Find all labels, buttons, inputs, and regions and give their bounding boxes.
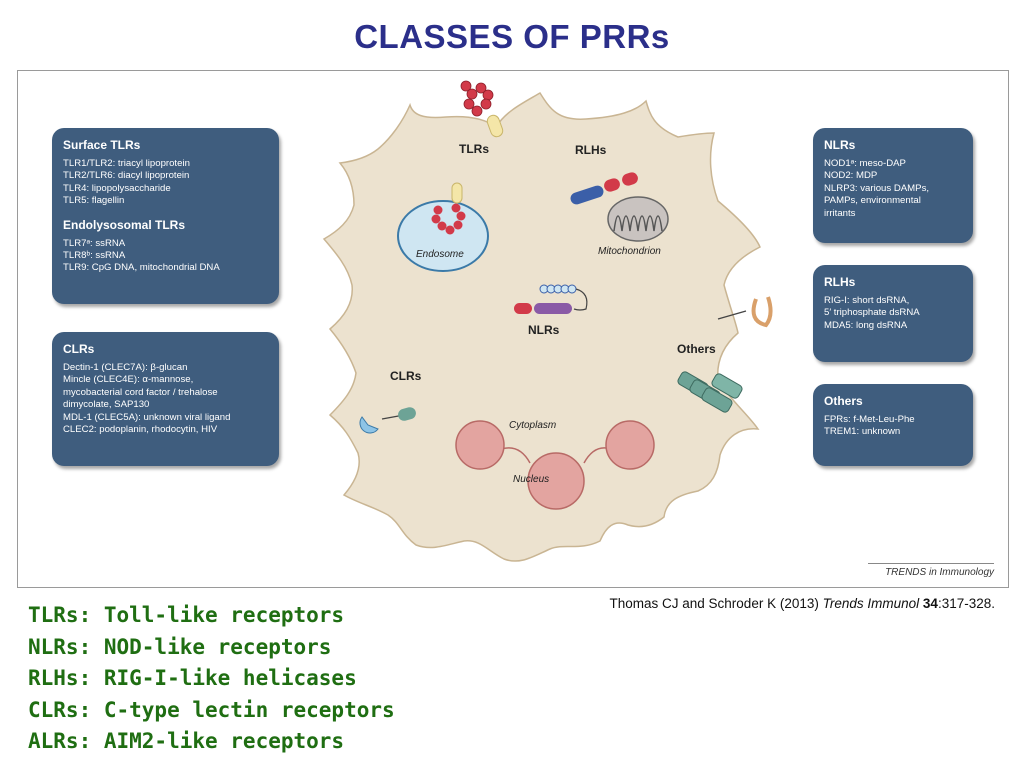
box-endolysosomal-tlrs-heading: Endolysosomal TLRs	[63, 217, 186, 232]
rlh-receptor	[570, 172, 638, 205]
label-nlrs: NLRs	[528, 323, 560, 337]
clr-receptor	[359, 407, 416, 434]
label-clrs: CLRs	[390, 369, 422, 383]
box-rlhs: RLHs RIG-I: short dsRNA, 5′ triphosphate…	[813, 265, 973, 362]
box-line: TLR7ᵃ: ssRNA	[63, 237, 126, 249]
box-line: Mincle (CLEC4E): α-mannose,	[63, 374, 194, 386]
box-line: NOD1ᵃ: meso-DAP	[824, 158, 906, 169]
box-rlhs-heading: RLHs	[824, 275, 856, 289]
nucleus	[455, 420, 655, 510]
box-clrs-heading: CLRs	[63, 342, 95, 356]
label-nucleus: Nucleus	[513, 474, 549, 485]
citation-volume: 34	[922, 596, 938, 611]
box-surface-tlrs-heading: Surface TLRs	[63, 138, 141, 152]
label-cytoplasm: Cytoplasm	[509, 420, 556, 431]
box-line: TLR1/TLR2: triacyl lipoprotein	[63, 158, 190, 169]
box-line: mycobacterial cord factor / trehalose	[63, 386, 218, 398]
box-others: Others FPRs: f-Met-Leu-Phe TREM1: unknow…	[813, 384, 973, 466]
slide-title: CLASSES OF PRRs	[354, 18, 670, 55]
endosome	[397, 182, 489, 272]
box-line: MDA5: long dsRNA	[824, 319, 908, 331]
label-others: Others	[677, 342, 716, 356]
box-line: NLRP3: various DAMPs,	[824, 182, 930, 194]
surface-rlh-hook	[717, 296, 773, 328]
cell-diagram: TLRs RLHs Endosome Mitochondrion NLRs Ot…	[322, 80, 773, 562]
citation-authors: Thomas CJ and Schroder K (2013)	[609, 596, 819, 611]
box-line: TLR4: lipopolysaccharide	[63, 182, 171, 194]
box-line: irritants	[824, 207, 856, 219]
box-line: CLEC2: podoplanin, rhodocytin, HIV	[63, 424, 218, 436]
surface-tlr-receptor	[460, 80, 504, 138]
others-receptor	[677, 371, 743, 413]
citation: Thomas CJ and Schroder K (2013) Trends I…	[470, 596, 996, 611]
citation-pages: :317-328.	[937, 596, 995, 611]
label-endosome: Endosome	[416, 249, 464, 260]
box-line: Dectin-1 (CLEC7A): β-glucan	[63, 362, 188, 373]
box-line: RIG-I: short dsRNA,	[824, 295, 910, 306]
prr-figure: TLRs RLHs Endosome Mitochondrion NLRs Ot…	[17, 70, 1009, 588]
credit-divider	[868, 563, 994, 564]
legend-item: CLRs: C-type lectin receptors	[28, 697, 395, 722]
box-line: TLR2/TLR6: diacyl lipoprotein	[63, 170, 190, 182]
box-line: 5′ triphosphate dsRNA	[824, 307, 920, 319]
legend-item: ALRs: AIM2-like receptors	[28, 729, 345, 753]
mitochondrion	[607, 196, 669, 242]
box-nlrs: NLRs NOD1ᵃ: meso-DAP NOD2: MDP NLRP3: va…	[813, 128, 973, 243]
legend-item: TLRs: Toll-like receptors	[28, 603, 345, 627]
box-line: TLR8ᵇ: ssRNA	[63, 250, 126, 262]
box-line: NOD2: MDP	[824, 170, 878, 182]
abbreviation-legend: TLRs: Toll-like receptors NLRs: NOD-like…	[28, 600, 395, 758]
nlr-receptor	[514, 284, 588, 314]
legend-item: RLHs: RIG-I-like helicases	[28, 666, 357, 690]
label-mitochondrion: Mitochondrion	[598, 246, 661, 257]
box-clrs: CLRs Dectin-1 (CLEC7A): β-glucan Mincle …	[52, 332, 279, 466]
box-line: TREM1: unknown	[824, 426, 901, 438]
box-others-heading: Others	[824, 394, 863, 408]
citation-journal: Trends Immunol	[822, 596, 920, 611]
label-tlrs: TLRs	[459, 142, 489, 156]
box-line: MDL-1 (CLEC5A): unknown viral ligand	[63, 411, 231, 423]
box-line: TLR9: CpG DNA, mitochondrial DNA	[63, 262, 220, 274]
figure-credit: TRENDS in Immunology	[885, 567, 994, 578]
box-line: TLR5: flagellin	[63, 195, 125, 207]
box-line: dimycolate, SAP130	[63, 399, 150, 411]
label-rlhs: RLHs	[575, 143, 607, 157]
legend-item: NLRs: NOD-like receptors	[28, 634, 332, 659]
box-nlrs-heading: NLRs	[824, 138, 856, 152]
box-line: PAMPs, environmental	[824, 195, 921, 207]
box-line: FPRs: f-Met-Leu-Phe	[824, 414, 915, 425]
box-tlrs: Surface TLRs TLR1/TLR2: triacyl lipoprot…	[52, 128, 279, 304]
